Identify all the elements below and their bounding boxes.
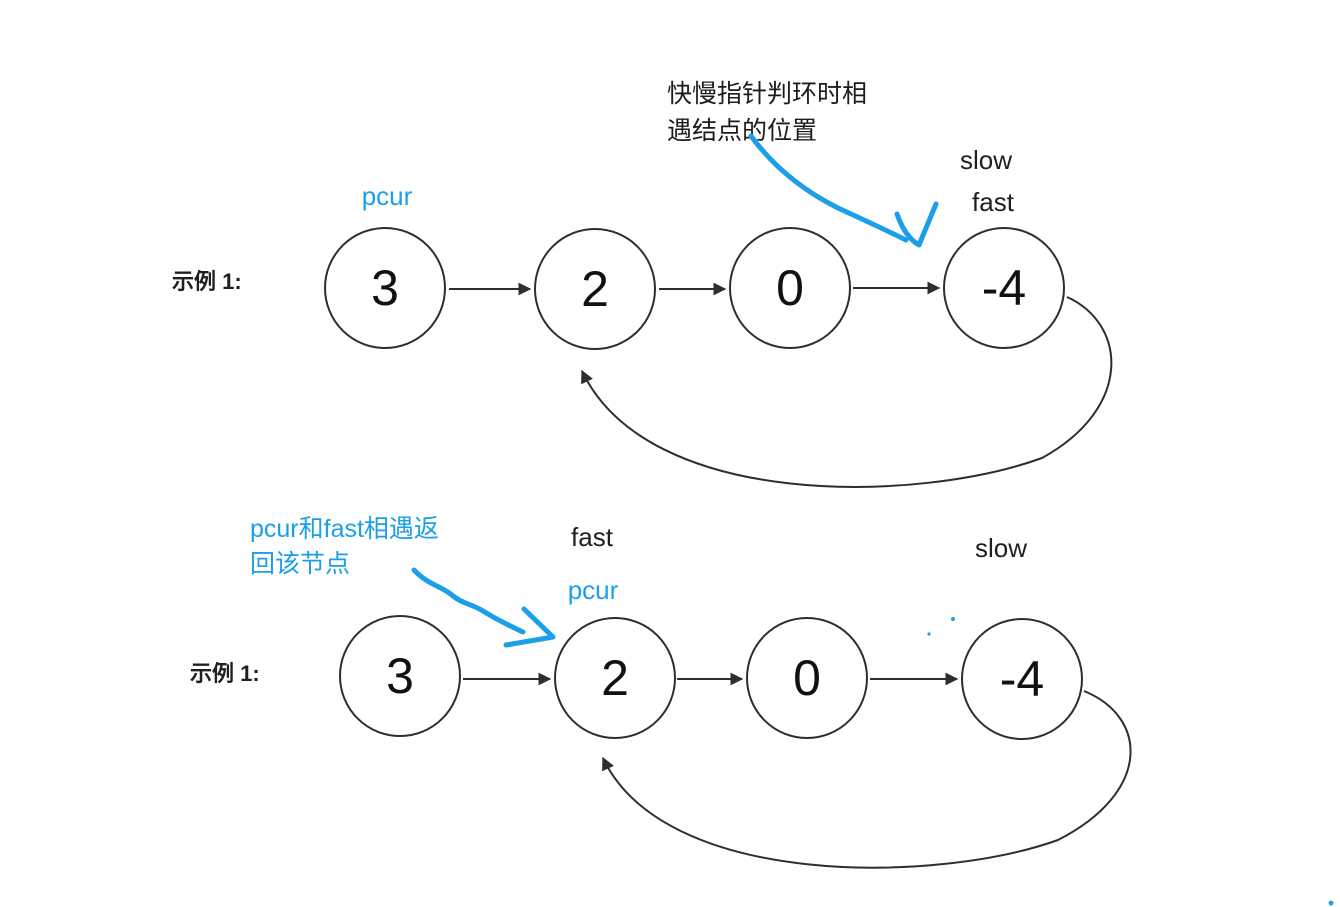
linked-list-node: -4 — [961, 618, 1083, 740]
node-value: 3 — [386, 648, 414, 704]
pointer-label-fast: fast — [972, 187, 1014, 217]
node-value: 3 — [371, 260, 399, 316]
node-value: -4 — [999, 651, 1045, 707]
linked-list-node: 0 — [729, 227, 851, 349]
annotation-return-node: pcur和fast相遇返 回该节点 — [250, 512, 439, 582]
linked-list-node: 3 — [324, 227, 446, 349]
linked-list-node: 3 — [339, 615, 461, 737]
node-value: -4 — [981, 260, 1027, 316]
example-label: 示例 1: — [190, 661, 260, 686]
pen-speck — [951, 617, 955, 621]
example-label: 示例 1: — [172, 269, 242, 294]
linked-list-node: 2 — [534, 228, 656, 350]
pen-speck — [927, 632, 931, 636]
annotation-meeting-node: 快慢指针判环时相 遇结点的位置 — [667, 76, 867, 150]
node-value: 0 — [793, 650, 821, 706]
pointer-label-slow: slow — [974, 533, 1028, 563]
pen-speck — [1328, 900, 1334, 906]
annotation-line-1: pcur和fast相遇返 — [250, 515, 439, 543]
node-value: 0 — [776, 260, 804, 316]
annotation-line-1: 快慢指针判环时相 — [667, 80, 868, 108]
node-value: 2 — [581, 261, 609, 317]
annotation-line-2: 回该节点 — [250, 550, 351, 578]
pointer-label-slow: slow — [959, 145, 1013, 175]
annotation-line-2: 遇结点的位置 — [667, 117, 818, 145]
pointer-label-pcur: pcur — [567, 575, 619, 605]
node-value: 2 — [601, 650, 629, 706]
pointer-label-pcur: pcur — [361, 181, 413, 211]
linked-list-node: 0 — [746, 617, 868, 739]
linked-list-node: 2 — [554, 617, 676, 739]
linked-list-node: -4 — [943, 227, 1065, 349]
pointer-label-fast: fast — [571, 522, 613, 552]
